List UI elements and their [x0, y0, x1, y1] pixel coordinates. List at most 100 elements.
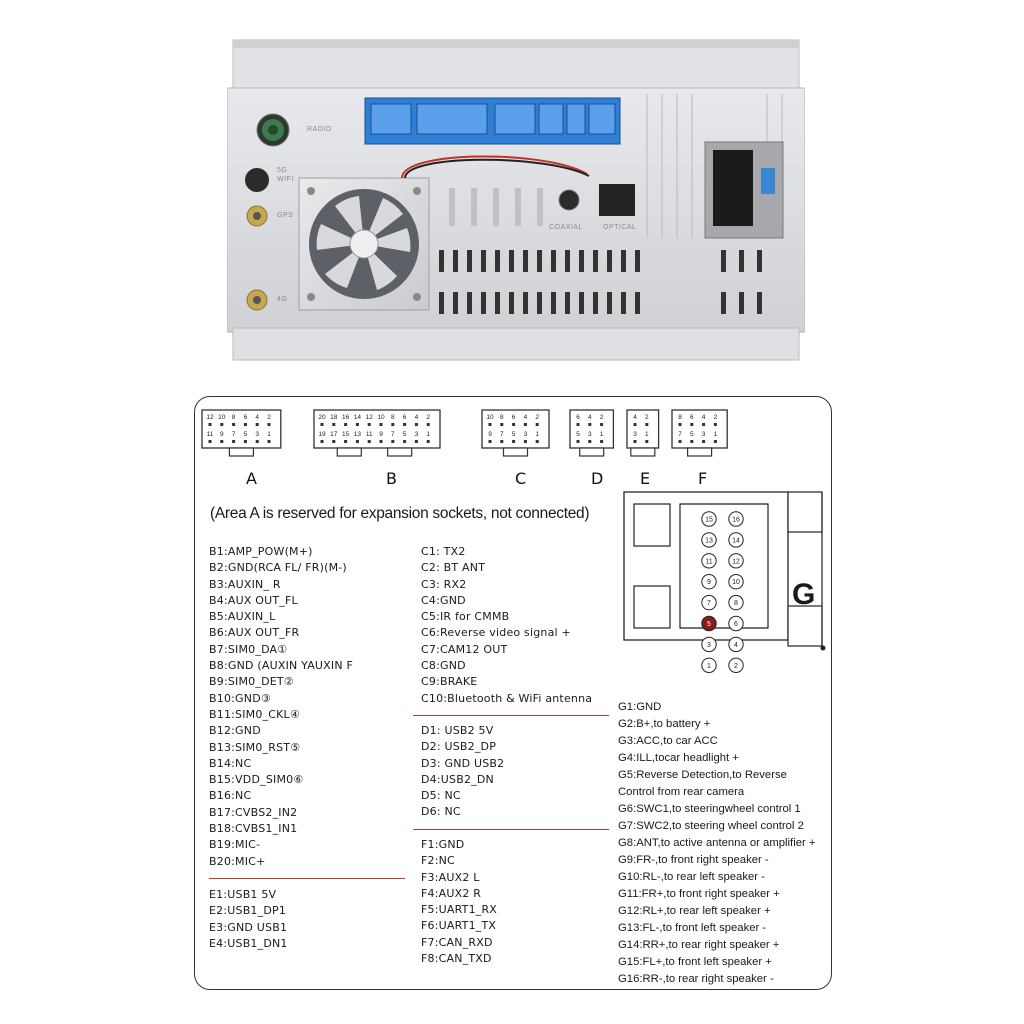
g-right-tab-top: [787, 491, 823, 533]
g-pin-item: G15:FL+,to front left speaker +: [618, 956, 772, 968]
chassis-illustration: [226, 39, 806, 361]
pin-number: 2: [645, 414, 649, 421]
g-pin-item: G11:FR+,to front right speaker +: [618, 888, 780, 900]
pin-dot: [208, 440, 212, 443]
pin-number: 12: [366, 414, 374, 421]
g-pin-number: 5: [707, 621, 711, 628]
b-pin-item: B3:AUXIN_ R: [209, 577, 281, 591]
b-pin-item: B4:AUX OUT_FL: [209, 593, 298, 607]
connector-latch: [687, 447, 713, 457]
pin-number: 7: [500, 431, 504, 438]
pin-dot: [220, 440, 224, 443]
g-pin-14: [728, 532, 744, 548]
pin-dot: [576, 440, 580, 443]
b-pin-item: B2:GND(RCA FL/ FR)(M-): [209, 561, 347, 575]
pin-dot: [600, 440, 604, 443]
pin-dot: [633, 423, 637, 426]
g-pin-item: G1:GND: [618, 701, 662, 713]
g-pin-number: 7: [707, 600, 711, 607]
pin-dot: [645, 440, 649, 443]
pin-dot: [243, 423, 247, 426]
pin-number: 3: [702, 431, 706, 438]
g-pin-15: [701, 511, 717, 527]
pin-number: 3: [524, 431, 528, 438]
g-pin-number: 1: [707, 663, 711, 670]
pin-number: 6: [576, 414, 580, 421]
connector-f-letter: F: [698, 469, 708, 488]
pin-number: 2: [600, 414, 604, 421]
b-pin-item: B5:AUXIN_L: [209, 610, 276, 624]
e-pin-item: E3:GND USB1: [209, 920, 288, 934]
pin-dot: [344, 423, 348, 426]
pin-dot: [414, 440, 418, 443]
pin-dot: [588, 440, 592, 443]
wiring-diagram-panel: [194, 396, 832, 990]
pin-dot: [600, 423, 604, 426]
f-pin-item: F8:CAN_TXD: [421, 952, 492, 966]
pin-number: 4: [588, 414, 592, 421]
pin-number: 6: [403, 414, 407, 421]
g-pin-4: [728, 636, 744, 653]
coaxial-label: COAXIAL: [549, 224, 583, 231]
g-pin-9: [701, 574, 717, 590]
pin-number: 6: [512, 414, 516, 421]
connector-d-body: [569, 409, 615, 449]
connector-g-letter: G: [792, 578, 816, 611]
g-pin-number: 10: [732, 579, 740, 586]
pin-number: 5: [512, 431, 516, 438]
pin-dot: [678, 423, 682, 426]
pin-number: 9: [379, 431, 383, 438]
pin-dot: [576, 423, 580, 426]
pin-dot: [512, 440, 516, 443]
pin-number: 17: [330, 431, 338, 438]
d-pin-item: D1: USB2 5V: [421, 724, 494, 737]
pin-number: 1: [714, 431, 718, 438]
pin-number: 6: [244, 414, 248, 421]
pin-dot: [500, 440, 504, 443]
pin-dot: [713, 423, 717, 426]
f-pin-item: F7:CAN_RXD: [421, 935, 493, 949]
f-pin-item: F2:NC: [421, 854, 455, 868]
pin-dot: [713, 440, 717, 443]
pin-dot: [332, 440, 336, 443]
g-pin-number: 6: [734, 621, 738, 628]
pin-number: 8: [391, 414, 395, 421]
pin-number: 3: [633, 431, 637, 438]
connector-latch: [579, 447, 605, 457]
g-pin-item: G12:RL+,to rear left speaker +: [618, 905, 771, 917]
g-right-tab-bottom: [787, 605, 823, 647]
optical-label: OPTICAL: [603, 224, 637, 231]
pin-number: 4: [415, 414, 419, 421]
pin-dot: [633, 440, 637, 443]
pin-dot: [426, 423, 430, 426]
b-pin-item: B20:MIC+: [209, 854, 266, 868]
pin-dot: [512, 423, 516, 426]
pin-number: 2: [535, 414, 539, 421]
pin-dot: [320, 440, 324, 443]
c-pin-item: C2: BT ANT: [421, 561, 486, 575]
pin-number: 16: [342, 414, 350, 421]
pin-number: 3: [255, 431, 259, 438]
g-pin-number: 2: [734, 663, 738, 670]
pin-number: 8: [500, 414, 504, 421]
pin-number: 4: [702, 414, 706, 421]
g-pin-item: G5:Reverse Detection,to Reverse: [618, 769, 787, 781]
d-pin-item: D6: NC: [421, 805, 461, 819]
d-pin-item: D5: NC: [421, 789, 461, 803]
pin-number: 7: [678, 431, 682, 438]
connector-latch: [228, 447, 255, 457]
d-pin-item: D3: GND USB2: [421, 756, 505, 770]
b-pin-item: B15:VDD_SIM0⑥: [209, 773, 304, 787]
pin-number: 2: [267, 414, 271, 421]
pin-dot: [391, 423, 395, 426]
b-pin-item: B16:NC: [209, 789, 252, 803]
g-pin-number: 15: [705, 517, 713, 524]
connector-latch: [336, 447, 362, 457]
g-pin-number: 3: [707, 642, 711, 649]
pin-number: 12: [206, 414, 214, 421]
